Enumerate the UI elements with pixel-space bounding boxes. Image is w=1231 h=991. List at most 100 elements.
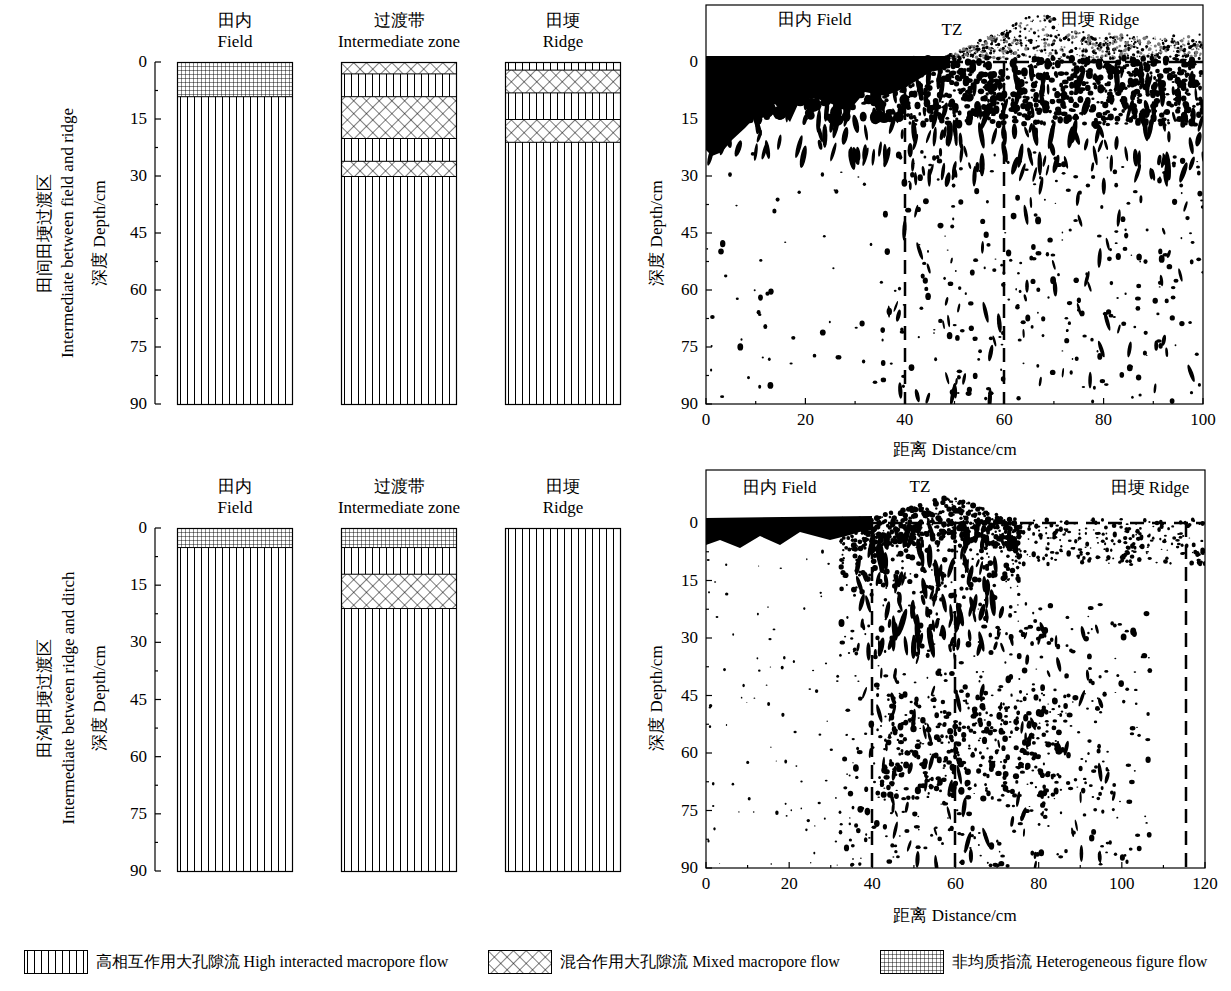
dye-stain [1007, 299, 1010, 301]
dye-stain [1176, 87, 1182, 106]
dye-stain [1071, 109, 1076, 112]
ridge-soil [1093, 38, 1096, 41]
dye-stain [957, 375, 961, 380]
ridge-soil [992, 56, 996, 60]
dye-stain [1070, 119, 1079, 144]
dye-stain [1067, 76, 1072, 81]
ridge-soil [1126, 34, 1128, 36]
ridge-soil [1020, 42, 1023, 45]
dye-stain [930, 104, 940, 130]
dye-stain [1134, 67, 1139, 73]
ridge-soil [1032, 47, 1035, 50]
dye-stain [1115, 116, 1121, 122]
ridge-soil [1009, 32, 1010, 33]
dye-stain [711, 97, 719, 103]
dye-stain [943, 277, 946, 280]
ridge-soil [1107, 40, 1109, 42]
dye-stain [1093, 386, 1096, 390]
dye-stain [836, 355, 842, 360]
dye-stain [1092, 145, 1099, 165]
dye-stain [823, 99, 830, 122]
axis-tick [155, 699, 161, 700]
dye-stain [1167, 131, 1171, 143]
dye-stain [1033, 151, 1037, 154]
dye-stain [855, 327, 858, 329]
ridge-soil [1148, 47, 1152, 51]
ridge-soil [1075, 48, 1077, 50]
dye-stain [1151, 101, 1157, 118]
ridge-soil [1076, 54, 1077, 55]
ridge-soil [1133, 38, 1136, 41]
dye-stain [978, 88, 984, 94]
dye-stain [1091, 121, 1095, 127]
ridge-soil [965, 53, 968, 56]
dye-stain [1187, 156, 1196, 171]
ridge-soil [1097, 44, 1100, 47]
dye-stain [1065, 317, 1069, 319]
dye-stain [862, 360, 865, 364]
dye-stain [1113, 78, 1118, 93]
ridge-soil [1157, 42, 1160, 45]
dye-stain [759, 259, 762, 262]
dye-stain [840, 126, 849, 145]
dye-stain [1185, 73, 1188, 78]
dye-stain [1031, 97, 1033, 99]
dye-stain [931, 72, 936, 76]
dye-stain [998, 77, 1002, 91]
dye-stain [803, 97, 809, 110]
dye-stain [829, 142, 838, 162]
dye-stain [1022, 113, 1028, 117]
ridge-soil [1085, 41, 1088, 44]
ridge-soil [1105, 55, 1107, 57]
ridge-soil [1195, 41, 1197, 43]
dye-stain [1072, 127, 1075, 140]
ridge-soil [1131, 41, 1132, 42]
dye-stain [1102, 66, 1105, 69]
ridge-soil [1101, 43, 1103, 45]
ridge-soil [1039, 20, 1041, 22]
ridge-soil [1148, 49, 1150, 51]
dye-stain [1051, 56, 1056, 61]
ridge-soil [1002, 56, 1005, 59]
ridge-soil [1043, 18, 1044, 19]
ridge-soil [1136, 46, 1137, 47]
dye-stain [1033, 183, 1036, 185]
ridge-soil [1092, 43, 1095, 46]
ridge-soil [1164, 39, 1167, 42]
dye-stain [900, 109, 904, 112]
ridge-soil [1187, 54, 1188, 55]
dye-stain [1097, 124, 1105, 139]
dye-stain [887, 114, 897, 135]
ridge-soil [1020, 31, 1021, 32]
dye-stain [1183, 101, 1190, 115]
dye-stain [956, 70, 961, 74]
dye-stain [1143, 259, 1147, 264]
dye-stain [1107, 256, 1112, 261]
ridge-soil [1146, 54, 1149, 57]
dye-stain [772, 208, 776, 213]
ridge-soil [989, 51, 992, 54]
dye-stain [968, 73, 972, 76]
ridge-soil [1114, 40, 1117, 43]
dye-stain [1044, 199, 1046, 201]
dye-stain [718, 248, 724, 254]
dye-stain [1121, 55, 1126, 62]
dye-stain [1151, 63, 1155, 66]
dye-stain [1041, 58, 1044, 60]
ridge-soil [1074, 47, 1077, 50]
ridge-soil [1071, 37, 1074, 40]
dye-stain [1136, 284, 1141, 289]
dye-stain [1162, 153, 1167, 166]
ridge-soil [1177, 47, 1180, 50]
ridge-soil [1044, 45, 1047, 48]
dye-stain [1115, 122, 1119, 125]
dye-stain [737, 343, 743, 350]
dye-stain [797, 99, 801, 102]
dye-stain [882, 339, 884, 342]
dye-stain [710, 130, 717, 142]
dye-stain [769, 99, 780, 119]
dye-stain [1087, 68, 1093, 73]
dye-stain [860, 321, 865, 327]
ridge-soil [1174, 44, 1176, 46]
ridge-soil [1137, 40, 1139, 42]
